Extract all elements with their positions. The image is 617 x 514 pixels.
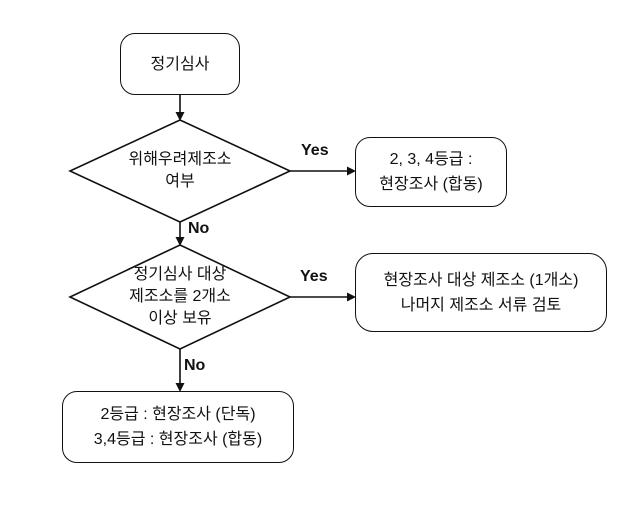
node-result2: 현장조사 대상 제조소 (1개소) 나머지 제조소 서류 검토	[355, 253, 607, 332]
arrowhead-right-icon	[347, 166, 356, 176]
edge-label-yes: Yes	[301, 142, 329, 159]
node-result2-line: 현장조사 대상 제조소 (1개소)	[383, 271, 579, 289]
edge-label-no: No	[184, 357, 206, 374]
edge-label-yes: Yes	[300, 268, 328, 285]
node-result2-line: 나머지 제조소 서류 검토	[400, 296, 562, 314]
decision2-diamond	[68, 244, 292, 350]
node-result3-line: 2등급 : 현장조사 (단독)	[100, 406, 256, 423]
node-result3-line: 3,4등급 : 현장조사 (합동)	[93, 431, 263, 448]
node-result1: 2, 3, 4등급 : 현장조사 (합동)	[355, 137, 507, 207]
node-result1-line: 2, 3, 4등급 :	[389, 151, 473, 168]
arrowhead-down-icon	[175, 383, 185, 392]
node-start-label: 정기심사	[150, 55, 210, 73]
node-start: 정기심사	[120, 33, 240, 95]
node-result3: 2등급 : 현장조사 (단독) 3,4등급 : 현장조사 (합동)	[62, 391, 294, 463]
arrowhead-down-icon	[175, 237, 185, 246]
edge-label-no: No	[188, 220, 210, 237]
decision1-diamond	[68, 119, 292, 223]
arrowhead-right-icon	[347, 292, 356, 302]
arrowhead-down-icon	[175, 112, 185, 121]
node-result1-line: 현장조사 (합동)	[379, 176, 483, 193]
